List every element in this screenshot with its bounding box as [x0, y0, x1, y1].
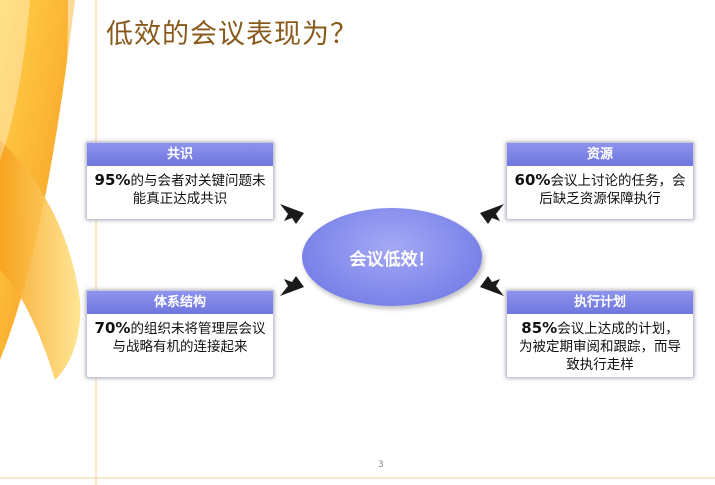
card-percent: 60%: [514, 171, 551, 189]
arrow-icon: [480, 204, 504, 224]
card-header: 执行计划: [507, 291, 693, 314]
arrow-icon: [480, 276, 504, 296]
card-consensus: 共识 95%的与会者对关键问题未能真正达成共识: [86, 142, 274, 220]
card-text: 的组织未将管理层会议与战略有机的连接起来: [112, 321, 266, 355]
arrow-icon: [280, 204, 304, 224]
card-resources: 资源 60%会议上讨论的任务，会后缺乏资源保障执行: [506, 142, 694, 220]
card-body: 60%会议上讨论的任务，会后缺乏资源保障执行: [507, 166, 693, 213]
card-text: 会议上达成的计划，为被定期审阅和跟踪，而导致执行走样: [519, 321, 681, 373]
card-body: 85%会议上达成的计划，为被定期审阅和跟踪，而导致执行走样: [507, 314, 693, 379]
card-percent: 95%: [94, 171, 131, 189]
card-text: 会议上讨论的任务，会后缺乏资源保障执行: [539, 173, 686, 207]
card-header: 体系结构: [87, 291, 273, 314]
center-ellipse: 会议低效！: [302, 208, 482, 306]
card-header: 资源: [507, 143, 693, 166]
card-body: 70%的组织未将管理层会议与战略有机的连接起来: [87, 314, 273, 361]
page-title: 低效的会议表现为？: [106, 19, 358, 50]
card-percent: 70%: [94, 319, 131, 337]
arrow-icon: [280, 276, 304, 296]
card-percent: 85%: [521, 319, 558, 337]
card-text: 的与会者对关键问题未能真正达成共识: [130, 173, 266, 207]
card-header: 共识: [87, 143, 273, 166]
page-number: 3: [378, 460, 384, 470]
card-structure: 体系结构 70%的组织未将管理层会议与战略有机的连接起来: [86, 290, 274, 378]
card-execution: 执行计划 85%会议上达成的计划，为被定期审阅和跟踪，而导致执行走样: [506, 290, 694, 378]
card-body: 95%的与会者对关键问题未能真正达成共识: [87, 166, 273, 213]
